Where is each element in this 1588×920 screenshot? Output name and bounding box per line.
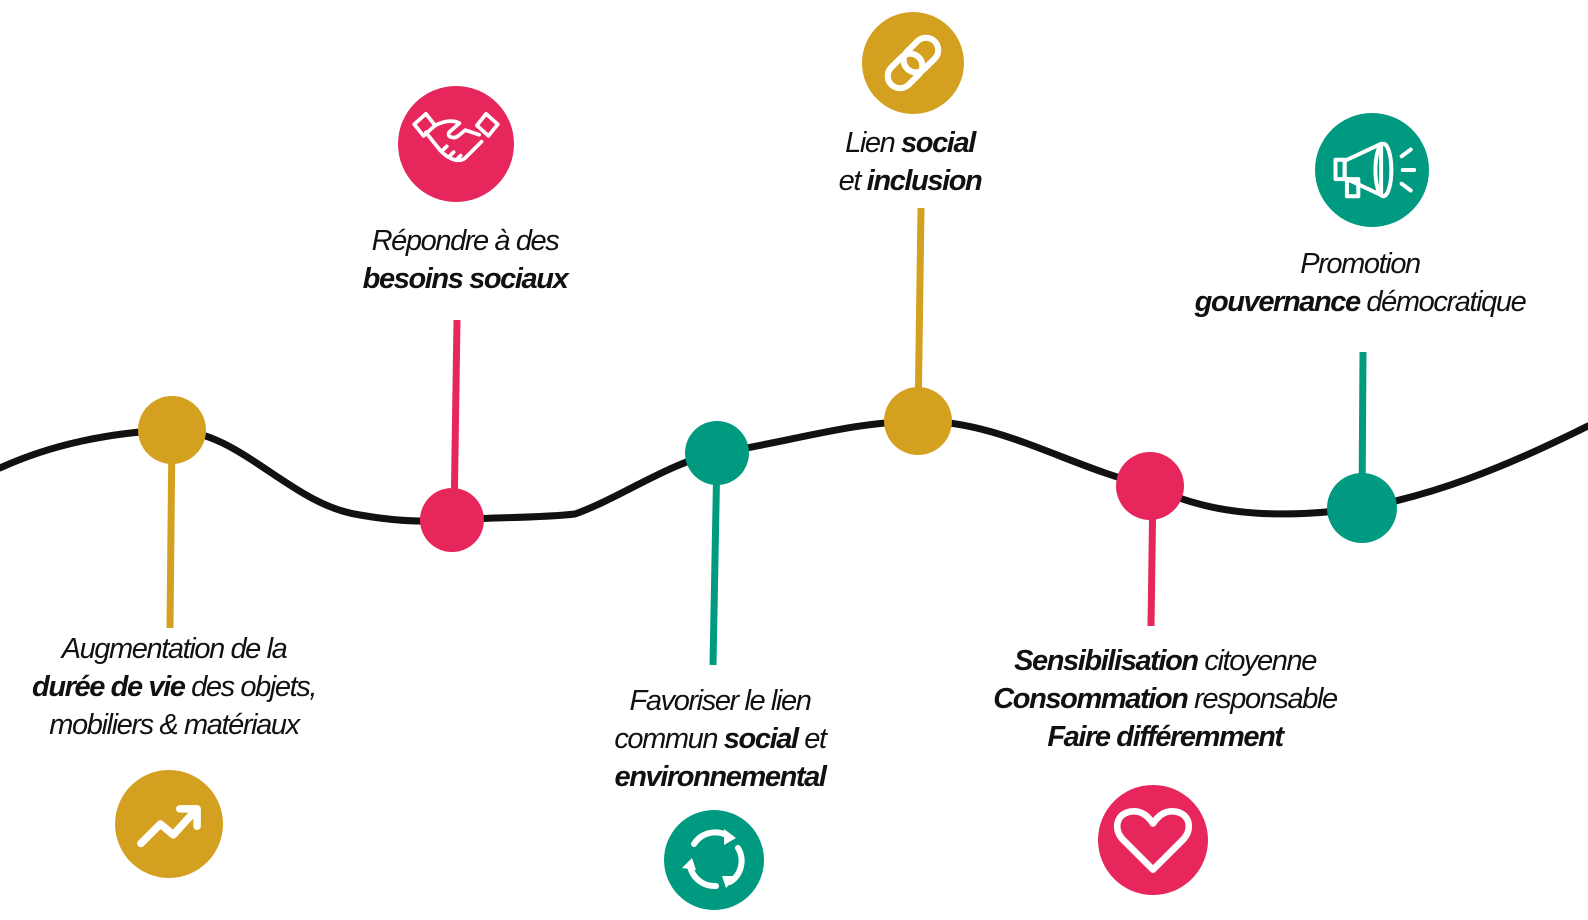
- label-text: responsable: [1187, 683, 1338, 715]
- label-text: Lien: [845, 127, 902, 159]
- trending-up-icon: [137, 805, 201, 848]
- label-text: des objets,: [184, 671, 317, 703]
- lien-social-stem: [914, 207, 925, 422]
- label-text: et: [797, 723, 827, 755]
- label-line: gouvernance démocratique: [1150, 283, 1570, 321]
- label-bold-text: Consommation: [993, 683, 1189, 715]
- besoins-sociaux-label: Répondre à des besoins sociaux: [300, 222, 630, 298]
- label-line: environnemental: [560, 758, 880, 796]
- label-bold-text: Faire différemment: [1047, 721, 1284, 753]
- label-text: citoyenne: [1197, 645, 1317, 677]
- besoins-sociaux-node: [420, 488, 484, 552]
- gouvernance-node: [1327, 473, 1397, 543]
- label-bold-text: environnemental: [614, 761, 826, 793]
- besoins-sociaux-icon-circle: [398, 86, 514, 202]
- label-line: Sensibilisation citoyenne: [950, 642, 1380, 680]
- label-line: Répondre à des: [300, 222, 630, 260]
- heart-icon: [1113, 808, 1193, 873]
- recycle-arrows-icon: [682, 829, 745, 890]
- label-bold-text: durée de vie: [32, 671, 186, 703]
- sensibilisation-node: [1116, 452, 1184, 520]
- lien-social-node: [884, 387, 952, 455]
- label-line: mobiliers & matériaux: [0, 706, 348, 744]
- megaphone-icon: [1333, 141, 1417, 199]
- label-line: Augmentation de la: [0, 630, 348, 668]
- duree-de-vie-icon-circle: [115, 770, 223, 878]
- label-line: commun social et: [560, 720, 880, 758]
- sensibilisation-icon-circle: [1098, 785, 1208, 895]
- label-text: et: [838, 165, 867, 197]
- label-text: Répondre à des: [371, 225, 560, 257]
- besoins-sociaux-stem: [450, 319, 461, 521]
- label-line: besoins sociaux: [300, 260, 630, 298]
- duree-de-vie-node: [138, 396, 206, 464]
- label-text: Promotion: [1300, 248, 1421, 280]
- label-text: Augmentation de la: [61, 633, 288, 665]
- label-line: Lien social: [760, 124, 1060, 162]
- handshake-icon: [412, 111, 500, 163]
- label-text: Favoriser le lien: [629, 685, 812, 717]
- lien-commun-node: [685, 421, 749, 485]
- label-line: et inclusion: [760, 162, 1060, 200]
- label-line: Faire différemment: [950, 718, 1380, 756]
- label-bold-text: besoins sociaux: [362, 263, 569, 295]
- label-bold-text: inclusion: [866, 165, 983, 197]
- label-bold-text: social: [901, 127, 976, 159]
- label-bold-text: Sensibilisation: [1014, 645, 1199, 677]
- label-line: Promotion: [1150, 245, 1570, 283]
- gouvernance-icon-circle: [1315, 113, 1429, 227]
- label-bold-text: gouvernance: [1194, 286, 1362, 318]
- label-bold-text: social: [723, 723, 799, 755]
- label-line: durée de vie des objets,: [0, 668, 348, 706]
- lien-social-icon-circle: [862, 12, 964, 114]
- lien-commun-icon-circle: [664, 810, 764, 910]
- lien-commun-stem: [709, 452, 721, 666]
- label-text: démocratique: [1359, 286, 1526, 318]
- label-text: commun: [614, 723, 724, 755]
- link-icon: [884, 34, 942, 92]
- label-line: Consommation responsable: [950, 680, 1380, 718]
- label-line: Favoriser le lien: [560, 682, 880, 720]
- label-text: mobiliers & matériaux: [49, 709, 300, 741]
